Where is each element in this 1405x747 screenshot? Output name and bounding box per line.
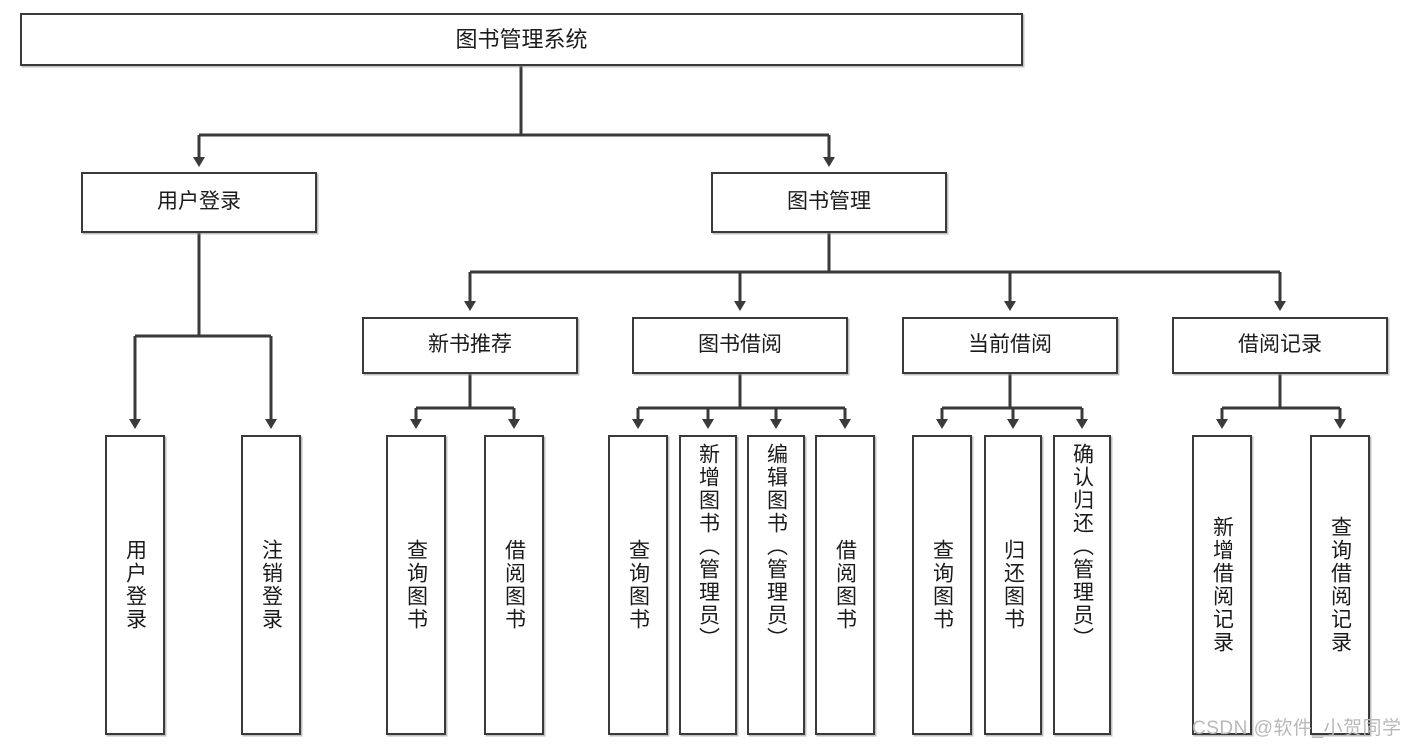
node-new-book-rec[interactable]: 新书推荐 — [362, 317, 578, 374]
node-current-borrow[interactable]: 当前借阅 — [902, 317, 1118, 374]
node-leaf-rec-query-record-label: 查询借阅记录 — [1328, 516, 1352, 654]
node-leaf-rec-add-record[interactable]: 新增借阅记录 — [1192, 435, 1252, 735]
node-root[interactable]: 图书管理系统 — [20, 13, 1023, 66]
node-book-borrow[interactable]: 图书借阅 — [632, 317, 848, 374]
node-user-login-label: 用户登录 — [157, 190, 241, 214]
node-root-label: 图书管理系统 — [455, 26, 588, 52]
node-leaf-rec-query-book[interactable]: 查询图书 — [386, 435, 446, 735]
node-leaf-rec-query-record[interactable]: 查询借阅记录 — [1310, 435, 1370, 735]
node-leaf-borrow-edit-book[interactable]: 编辑图书（管理员） — [747, 435, 805, 735]
node-user-login[interactable]: 用户登录 — [81, 172, 317, 233]
node-leaf-cur-return-book[interactable]: 归还图书 — [984, 435, 1042, 735]
node-leaf-cur-query-book[interactable]: 查询图书 — [912, 435, 972, 735]
node-leaf-cur-confirm-return[interactable]: 确认归还（管理员） — [1053, 435, 1111, 735]
node-borrow-record[interactable]: 借阅记录 — [1172, 317, 1388, 374]
node-leaf-borrow-borrow-book-label: 借阅图书 — [833, 539, 857, 631]
node-leaf-user-logout-label: 注销登录 — [259, 539, 283, 631]
node-leaf-user-login[interactable]: 用户登录 — [105, 435, 165, 735]
node-leaf-user-logout[interactable]: 注销登录 — [241, 435, 301, 735]
node-leaf-cur-query-book-label: 查询图书 — [930, 539, 954, 631]
node-leaf-rec-borrow-book-label: 借阅图书 — [502, 539, 526, 631]
watermark-text: CSDN @软件_小贺同学 — [1192, 718, 1402, 739]
node-leaf-borrow-query-book[interactable]: 查询图书 — [608, 435, 668, 735]
node-leaf-rec-query-book-label: 查询图书 — [404, 539, 428, 631]
node-leaf-borrow-edit-book-label: 编辑图书（管理员） — [764, 443, 788, 650]
node-new-book-rec-label: 新书推荐 — [428, 333, 512, 357]
node-leaf-user-login-label: 用户登录 — [123, 539, 147, 631]
node-leaf-cur-confirm-return-label: 确认归还（管理员） — [1070, 443, 1094, 650]
node-leaf-cur-return-book-label: 归还图书 — [1001, 539, 1025, 631]
node-leaf-borrow-add-book-label: 新增图书（管理员） — [696, 443, 720, 650]
node-leaf-borrow-query-book-label: 查询图书 — [626, 539, 650, 631]
node-book-manage-label: 图书管理 — [787, 190, 871, 214]
node-leaf-rec-add-record-label: 新增借阅记录 — [1210, 516, 1234, 654]
node-current-borrow-label: 当前借阅 — [968, 333, 1052, 357]
node-book-borrow-label: 图书借阅 — [698, 333, 782, 357]
node-leaf-borrow-borrow-book[interactable]: 借阅图书 — [815, 435, 875, 735]
node-borrow-record-label: 借阅记录 — [1238, 333, 1322, 357]
node-leaf-rec-borrow-book[interactable]: 借阅图书 — [484, 435, 544, 735]
node-book-manage[interactable]: 图书管理 — [711, 172, 947, 233]
node-leaf-borrow-add-book[interactable]: 新增图书（管理员） — [679, 435, 737, 735]
